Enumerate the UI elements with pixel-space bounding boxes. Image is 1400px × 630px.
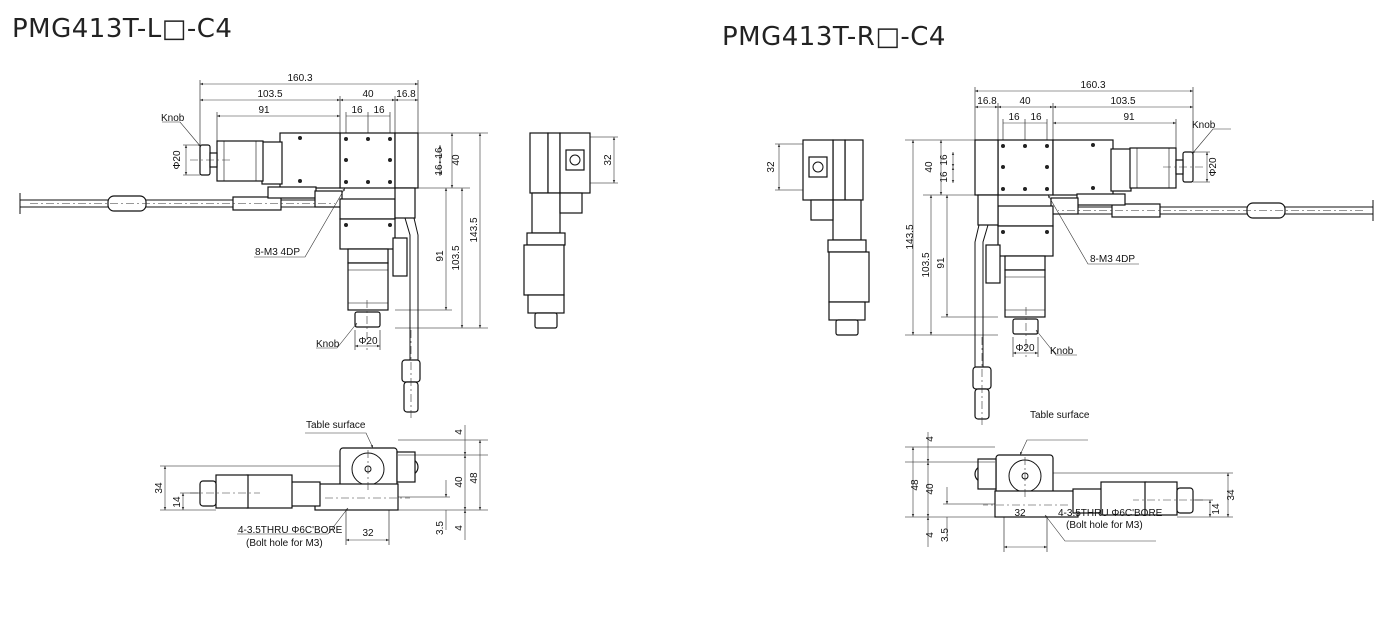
dim-v16: 16 <box>434 147 445 159</box>
table-surface-label: Table surface <box>1030 410 1090 421</box>
dim-phi20: Φ20 <box>358 336 378 347</box>
dim-16-8: 16.8 <box>396 89 416 100</box>
dim-34: 34 <box>154 482 165 494</box>
dim-v143-5: 143.5 <box>469 217 480 242</box>
dim-32: 32 <box>1014 508 1026 519</box>
dim-16-8: 16.8 <box>977 96 997 107</box>
dim-160-3: 160.3 <box>1080 80 1105 91</box>
dim-16: 16 <box>373 105 385 116</box>
dim-4: 4 <box>925 532 936 538</box>
bore-note: (Bolt hole for M3) <box>1066 520 1143 531</box>
left-annotations: 160.3 103.5 40 16.8 91 16 16 16 16 40 91… <box>154 73 614 549</box>
dim-48: 48 <box>910 479 921 491</box>
dim-103-5: 103.5 <box>1110 96 1135 107</box>
dim-v16: 16 <box>939 154 950 166</box>
left-drawing <box>20 80 618 545</box>
dim-91: 91 <box>258 105 270 116</box>
dim-phi20: Φ20 <box>172 150 183 170</box>
dim-16: 16 <box>351 105 363 116</box>
tap-hole-label: 8-M3 4DP <box>255 247 300 258</box>
table-surface-label: Table surface <box>306 420 366 431</box>
dim-16: 16 <box>1008 112 1020 123</box>
dim-91: 91 <box>1123 112 1135 123</box>
dim-v103-5: 103.5 <box>451 245 462 270</box>
dim-16: 16 <box>1030 112 1042 123</box>
bore-label: 4-3.5THRU Φ6C'BORE <box>1058 508 1163 519</box>
knob-label: Knob <box>1050 346 1074 357</box>
right-model-title: PMG413T-R□-C4 <box>722 22 946 52</box>
dim-40: 40 <box>362 89 374 100</box>
dim-v16: 16 <box>434 164 445 176</box>
dim-14: 14 <box>1211 503 1222 515</box>
dim-v103-5: 103.5 <box>921 252 932 277</box>
dim-3-5: 3.5 <box>435 521 446 535</box>
dim-34: 34 <box>1226 489 1237 501</box>
dim-4: 4 <box>925 436 936 442</box>
dim-103-5: 103.5 <box>257 89 282 100</box>
dim-32: 32 <box>766 161 777 173</box>
dim-32: 32 <box>362 528 374 539</box>
dim-v143-5: 143.5 <box>905 224 916 249</box>
dim-14: 14 <box>172 496 183 508</box>
dim-v40: 40 <box>924 161 935 173</box>
dim-40: 40 <box>1019 96 1031 107</box>
tap-hole-label: 8-M3 4DP <box>1090 254 1135 265</box>
dim-3-5: 3.5 <box>940 528 951 542</box>
dim-32: 32 <box>603 154 614 166</box>
knob-label: Knob <box>1192 120 1216 131</box>
right-annotations: 160.3 103.5 40 16.8 91 16 16 16 16 40 91… <box>766 80 1237 542</box>
dim-4: 4 <box>454 429 465 435</box>
knob-label: Knob <box>161 113 185 124</box>
bore-label: 4-3.5THRU Φ6C'BORE <box>238 525 343 536</box>
dim-4: 4 <box>454 525 465 531</box>
dim-48: 48 <box>469 472 480 484</box>
bore-note: (Bolt hole for M3) <box>246 538 323 549</box>
left-model-title: PMG413T-L□-C4 <box>12 14 233 44</box>
knob-label: Knob <box>316 339 340 350</box>
dim-160-3: 160.3 <box>287 73 312 84</box>
dim-v91: 91 <box>936 257 947 269</box>
dim-v91: 91 <box>435 250 446 262</box>
dim-40: 40 <box>925 483 936 495</box>
right-drawing <box>775 87 1373 552</box>
dim-v40: 40 <box>451 154 462 166</box>
dim-phi20: Φ20 <box>1015 343 1035 354</box>
dim-v16: 16 <box>939 171 950 183</box>
dim-phi20: Φ20 <box>1208 157 1219 177</box>
dim-40: 40 <box>454 476 465 488</box>
